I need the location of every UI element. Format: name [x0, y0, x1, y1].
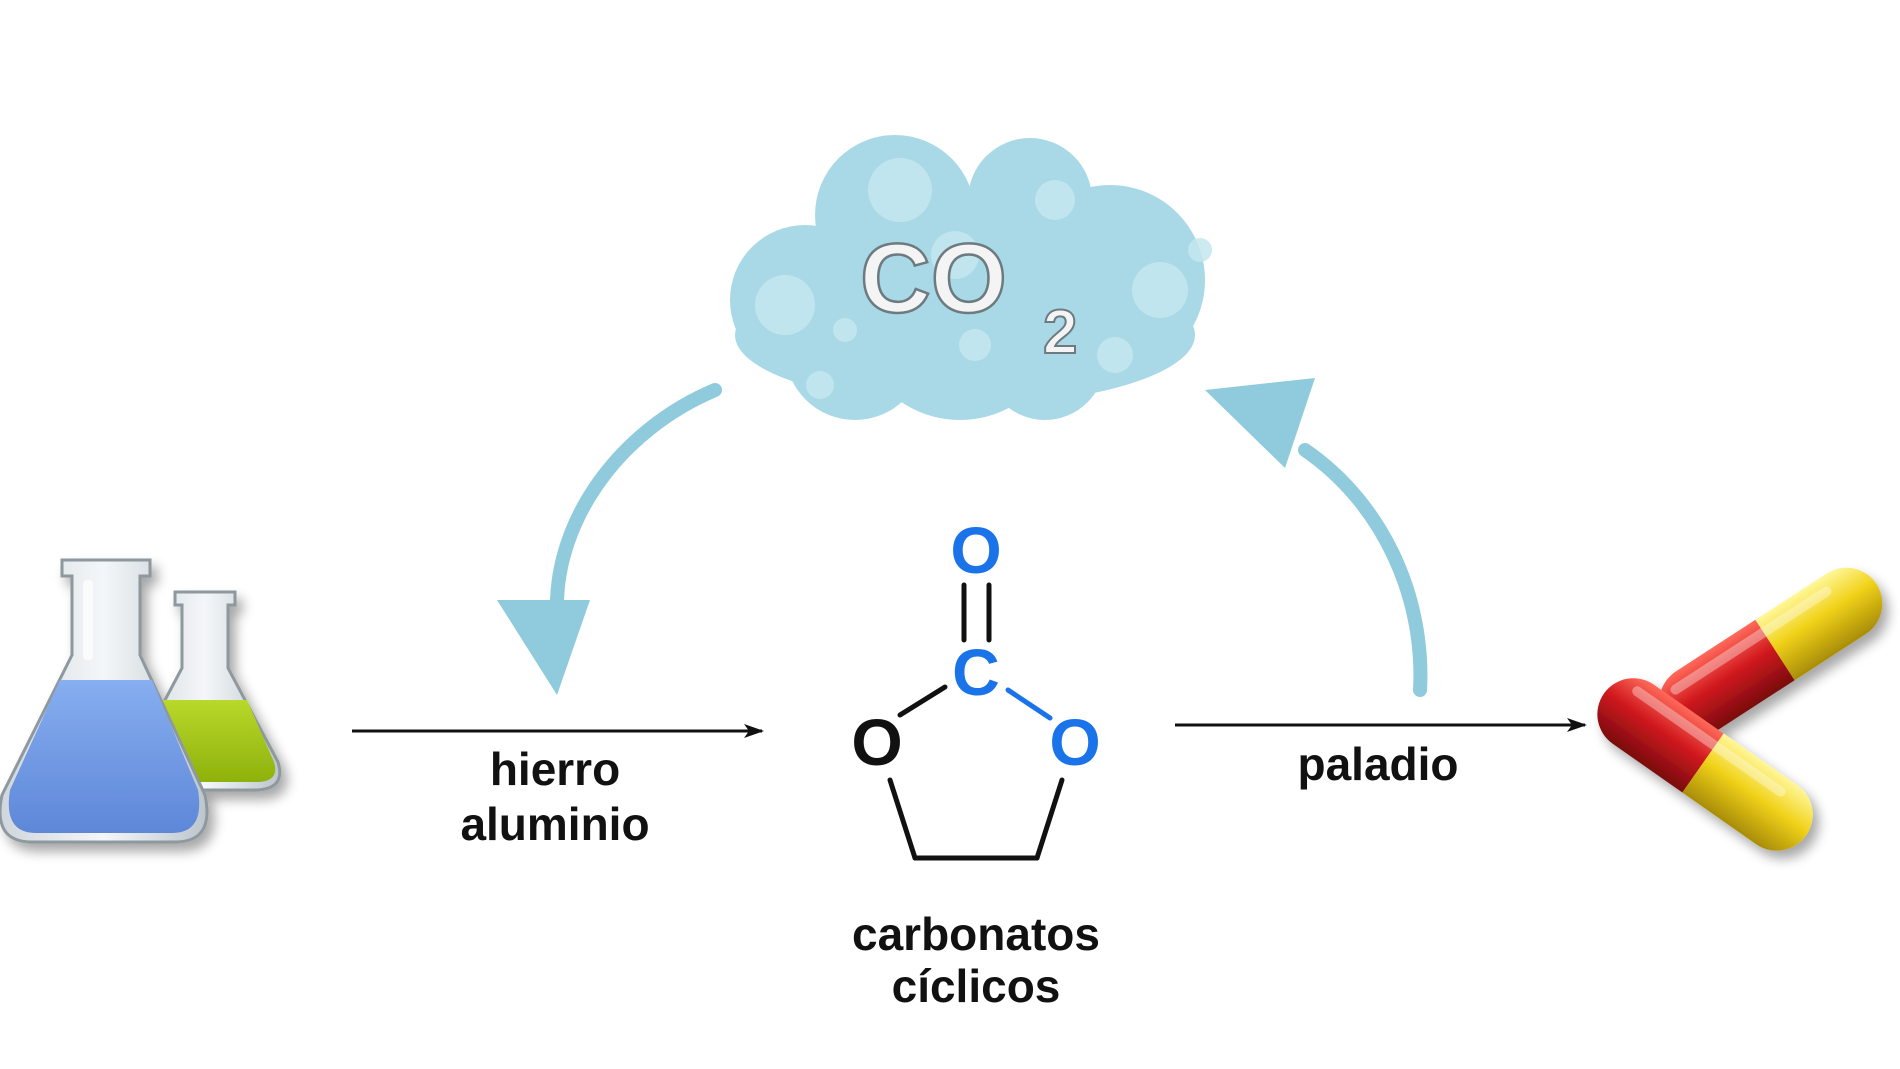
cycle-arrow-right [1205, 378, 1428, 697]
cloud-bubbles [755, 158, 1212, 399]
atom-carbon: C [952, 635, 1000, 709]
co2-cloud: CO 2 [730, 135, 1212, 420]
reagent-flasks-icon [0, 558, 282, 844]
medicine-capsules-icon [1597, 567, 1883, 851]
co2-formula: CO [860, 223, 1007, 333]
catalyst-label-iron: hierro [490, 743, 620, 795]
catalyst-label-aluminium: aluminio [460, 798, 649, 850]
product-caption-line2: cíclicos [892, 960, 1061, 1012]
atom-oxygen-carbonyl: O [950, 513, 1001, 587]
catalyst-label-palladium: paladio [1297, 738, 1458, 790]
blue-flask [0, 558, 209, 844]
co2-subscript: 2 [1043, 298, 1077, 367]
cycle-arrow-left [497, 383, 722, 695]
atom-oxygen-ring-right: O [1049, 705, 1100, 779]
atom-oxygen-ring-left: O [851, 705, 902, 779]
capsule-lower [1597, 678, 1813, 851]
product-caption-line1: carbonatos [852, 908, 1100, 960]
molecule-bonds [887, 582, 1065, 861]
cyclic-carbonate-structure: O C O O [851, 513, 1101, 861]
capsule-upper [1659, 567, 1883, 738]
